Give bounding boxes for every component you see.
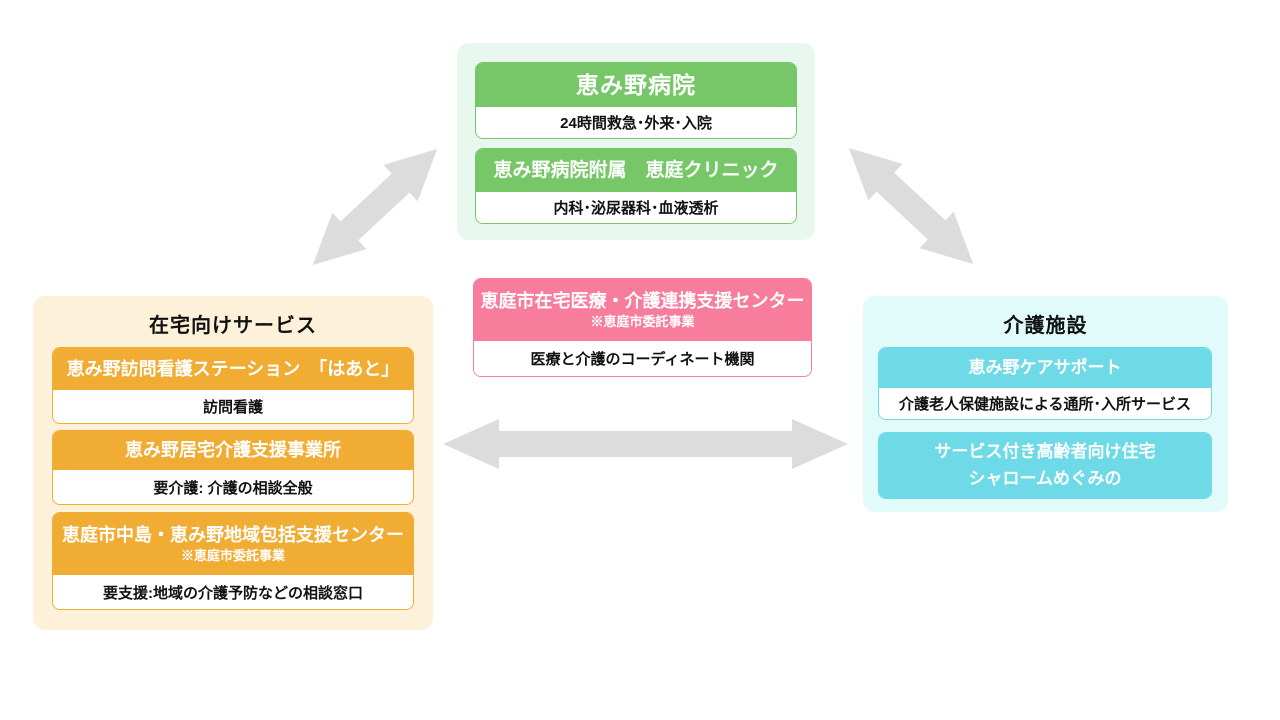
coordination-center-title: 恵庭市在宅医療・介護連携支援センター — [480, 291, 805, 312]
community-support-center-subtitle: ※恵庭市委託事業 — [180, 547, 285, 563]
clinic-card-title: 恵み野病院附属 恵庭クリニック — [476, 149, 796, 192]
hospital-card-body: 24時間救急･外来･入院 — [476, 107, 796, 138]
hospital-card-title: 恵み野病院 — [476, 63, 796, 107]
community-support-center-title-block: 恵庭市中島・恵み野地域包括支援センター ※恵庭市委託事業 — [53, 513, 413, 575]
senior-housing-card-title-line1: サービス付き高齢者向け住宅 — [934, 442, 1156, 462]
hospital-panel: 恵み野病院 24時間救急･外来･入院 恵み野病院附属 恵庭クリニック 内科･泌尿… — [457, 43, 815, 240]
senior-housing-card: サービス付き高齢者向け住宅 シャロームめぐみの — [878, 432, 1212, 499]
care-support-card: 恵み野ケアサポート 介護老人保健施設による通所･入所サービス — [878, 347, 1212, 420]
hospital-care-double-arrow-icon — [848, 148, 974, 264]
hospital-home-double-arrow-icon — [312, 149, 438, 265]
community-support-center-card: 恵庭市中島・恵み野地域包括支援センター ※恵庭市委託事業 要支援:地域の介護予防… — [52, 512, 414, 610]
care-facilities-panel: 介護施設 恵み野ケアサポート 介護老人保健施設による通所･入所サービス サービス… — [863, 296, 1228, 512]
coordination-center-card: 恵庭市在宅医療・介護連携支援センター ※恵庭市委託事業 医療と介護のコーディネー… — [473, 278, 812, 377]
care-support-office-card: 恵み野居宅介護支援事業所 要介護: 介護の相談全般 — [52, 430, 414, 505]
community-support-center-title: 恵庭市中島・恵み野地域包括支援センター — [62, 525, 404, 546]
care-support-card-body: 介護老人保健施設による通所･入所サービス — [879, 388, 1211, 419]
visiting-nurse-card-body: 訪問看護 — [53, 390, 413, 423]
home-care-double-arrow-icon — [443, 419, 848, 469]
hospital-card: 恵み野病院 24時間救急･外来･入院 — [475, 62, 797, 139]
home-services-panel: 在宅向けサービス 恵み野訪問看護ステーション 「はあと」 訪問看護 恵み野居宅介… — [33, 296, 433, 630]
visiting-nurse-card-title: 恵み野訪問看護ステーション 「はあと」 — [53, 348, 413, 390]
care-support-office-card-title: 恵み野居宅介護支援事業所 — [53, 431, 413, 470]
senior-housing-card-title-line2: シャロームめぐみの — [968, 468, 1122, 488]
care-support-card-title: 恵み野ケアサポート — [879, 348, 1211, 388]
senior-housing-card-title-block: サービス付き高齢者向け住宅 シャロームめぐみの — [879, 433, 1211, 498]
community-support-center-body: 要支援:地域の介護予防などの相談窓口 — [53, 575, 413, 609]
care-facilities-panel-title: 介護施設 — [1003, 315, 1088, 337]
visiting-nurse-card: 恵み野訪問看護ステーション 「はあと」 訪問看護 — [52, 347, 414, 424]
care-support-office-card-body: 要介護: 介護の相談全般 — [53, 470, 413, 504]
clinic-card: 恵み野病院附属 恵庭クリニック 内科･泌尿器科･血液透析 — [475, 148, 797, 224]
coordination-center-title-block: 恵庭市在宅医療・介護連携支援センター ※恵庭市委託事業 — [474, 279, 811, 341]
coordination-center-subtitle: ※恵庭市委託事業 — [590, 313, 695, 329]
clinic-card-body: 内科･泌尿器科･血液透析 — [476, 192, 796, 223]
coordination-center-body: 医療と介護のコーディネート機関 — [474, 341, 811, 376]
home-services-panel-title: 在宅向けサービス — [149, 315, 317, 337]
